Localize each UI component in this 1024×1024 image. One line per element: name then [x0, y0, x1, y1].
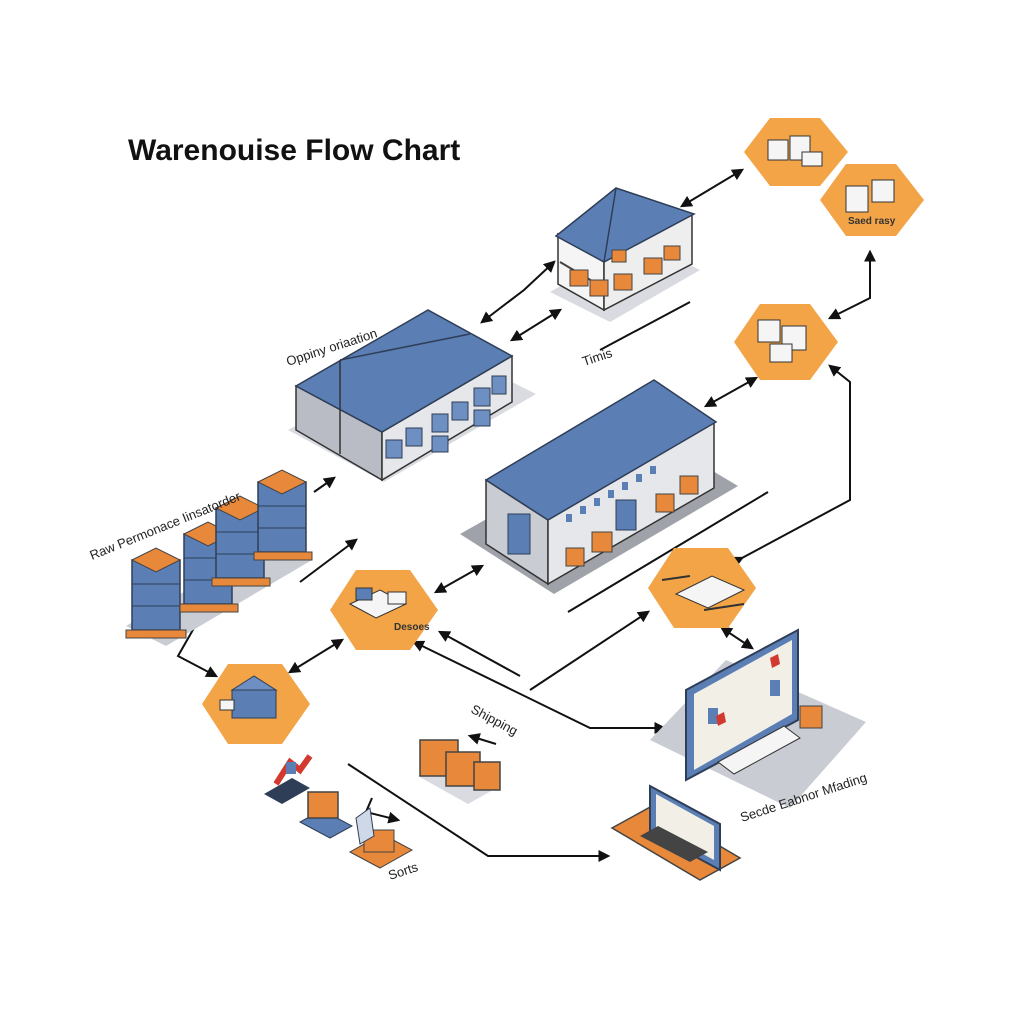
- warehouse-1: [288, 309, 536, 482]
- connector-top-shelter-hex: [679, 168, 745, 208]
- shipping-crates: [418, 739, 501, 804]
- hex-storage-label: Saed rasy: [848, 216, 896, 227]
- desk-icon: [348, 587, 408, 619]
- parcel-boxes-icon: [767, 135, 823, 167]
- connector-right-hex-monitor: [720, 626, 754, 650]
- connector-times: [599, 301, 691, 351]
- hex-node-left: [202, 664, 310, 744]
- label-sorts: Sorts: [386, 859, 420, 883]
- connector-shipping: [467, 733, 497, 745]
- open-shelter-warehouse: [550, 187, 700, 322]
- hex-node-top-2: Saed rasy: [820, 164, 924, 236]
- connector-left-hex-hex-desk: [287, 638, 345, 674]
- forklift-icon: [264, 754, 313, 804]
- laptop-desk: [610, 784, 742, 881]
- parcel-boxes-icon: [845, 179, 895, 213]
- connector-hex-warehouse-2: [703, 376, 759, 408]
- pallet-icon: [348, 807, 414, 869]
- label-times: Timis: [580, 345, 614, 369]
- connector-center-right-hex: [529, 610, 651, 691]
- laptop-icon: [640, 784, 721, 872]
- hex-desk-label: Desoes: [394, 622, 430, 633]
- conveyor-icon: [298, 791, 354, 839]
- connector-hex-desk-monitor: [411, 640, 667, 734]
- connector-racks-warehouse: [313, 476, 336, 493]
- laptop-icon: [661, 575, 746, 611]
- hex-node-desk: Desoes: [330, 570, 438, 650]
- storage-racks: [125, 469, 313, 646]
- connector-shelter-warehouse-2: [509, 308, 563, 342]
- storage-rack-icon: [253, 469, 313, 561]
- connector-hex-desk-warehouse-2: [433, 564, 485, 594]
- hex-node-top-1: [744, 118, 848, 186]
- parcel-boxes-icon: [799, 705, 823, 729]
- storage-rack-icon: [125, 547, 187, 639]
- flow-lines: [176, 168, 876, 862]
- storage-rack-icon: [211, 495, 271, 587]
- connector-bottom-laptop: [347, 763, 611, 862]
- connector-warehouse-2-lower: [567, 491, 769, 613]
- computer-workstation: [650, 628, 866, 808]
- diagram-title: Warenouise Flow Chart: [128, 134, 460, 167]
- connector-racks-left-hex: [176, 627, 219, 678]
- connector-racks-hex-desk: [299, 538, 358, 583]
- computer-monitor-icon: [685, 628, 799, 782]
- hex-node-mid-right: [734, 304, 838, 380]
- pallet-icon: [219, 675, 278, 719]
- warehouse-2: [460, 379, 738, 594]
- connector-right-return: [741, 364, 851, 559]
- connector-right-hex-chain: [827, 249, 876, 320]
- label-shipping: Shipping: [469, 701, 521, 738]
- parcel-boxes-icon: [757, 319, 807, 363]
- connector-hex-desk-center: [437, 630, 521, 677]
- hex-node-right-lower: [648, 548, 756, 628]
- connector-shelter-warehouse-1: [480, 260, 556, 324]
- connector-right-return-start: [730, 556, 745, 568]
